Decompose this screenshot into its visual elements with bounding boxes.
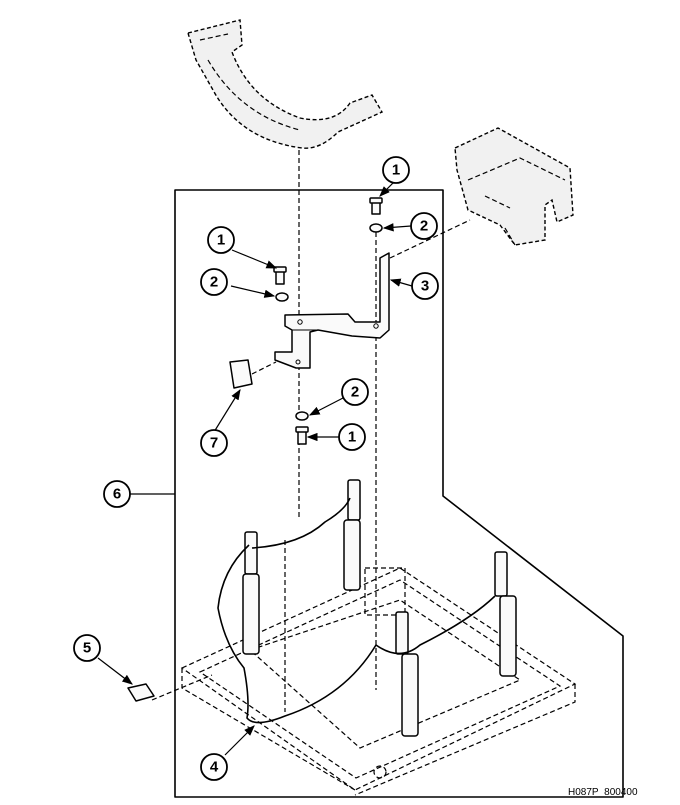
callout-6: 6 — [103, 480, 131, 508]
upper-cradle-phantom — [187, 19, 383, 149]
callout-7: 7 — [200, 429, 228, 457]
svg-text:1: 1 — [392, 162, 400, 179]
base-frame — [180, 567, 577, 796]
screw-part — [295, 426, 309, 445]
callout-1: 1 — [207, 226, 235, 254]
assembly-boundary — [174, 189, 624, 798]
svg-text:7: 7 — [210, 435, 218, 452]
svg-text:6: 6 — [113, 486, 121, 503]
svg-text:2: 2 — [420, 218, 428, 235]
washer-part — [275, 292, 289, 302]
svg-text:2: 2 — [210, 274, 218, 291]
callout-5: 5 — [73, 634, 101, 662]
callout-3: 3 — [411, 272, 439, 300]
suspension-rod — [494, 551, 517, 677]
wire-harness-part — [251, 497, 351, 549]
suspension-rod — [395, 611, 419, 737]
callout-2: 2 — [341, 378, 369, 406]
callout-1: 1 — [382, 156, 410, 184]
alignment-line — [389, 219, 471, 259]
svg-text:1: 1 — [348, 429, 356, 446]
screw-part — [369, 197, 383, 215]
screw-part — [273, 266, 287, 285]
wire-harness-part — [217, 544, 496, 724]
svg-text:1: 1 — [217, 232, 225, 249]
svg-text:3: 3 — [421, 278, 429, 295]
callout-1: 1 — [338, 423, 366, 451]
decal-part — [127, 683, 155, 702]
suspension-rod — [242, 531, 260, 655]
alignment-line — [251, 361, 277, 375]
washer-part — [369, 223, 383, 233]
callout-2: 2 — [200, 268, 228, 296]
svg-text:2: 2 — [351, 384, 359, 401]
suspension-rod — [343, 479, 361, 591]
drawing-code: H087P_800400 — [568, 787, 638, 798]
label-plate-part — [229, 359, 253, 389]
svg-text:4: 4 — [210, 759, 219, 776]
callout-4: 4 — [200, 753, 228, 781]
washer-part — [295, 411, 309, 421]
rear-bracket-phantom — [454, 127, 574, 246]
svg-text:5: 5 — [83, 640, 91, 657]
callout-2: 2 — [410, 212, 438, 240]
mounting-bracket-part — [274, 252, 390, 369]
